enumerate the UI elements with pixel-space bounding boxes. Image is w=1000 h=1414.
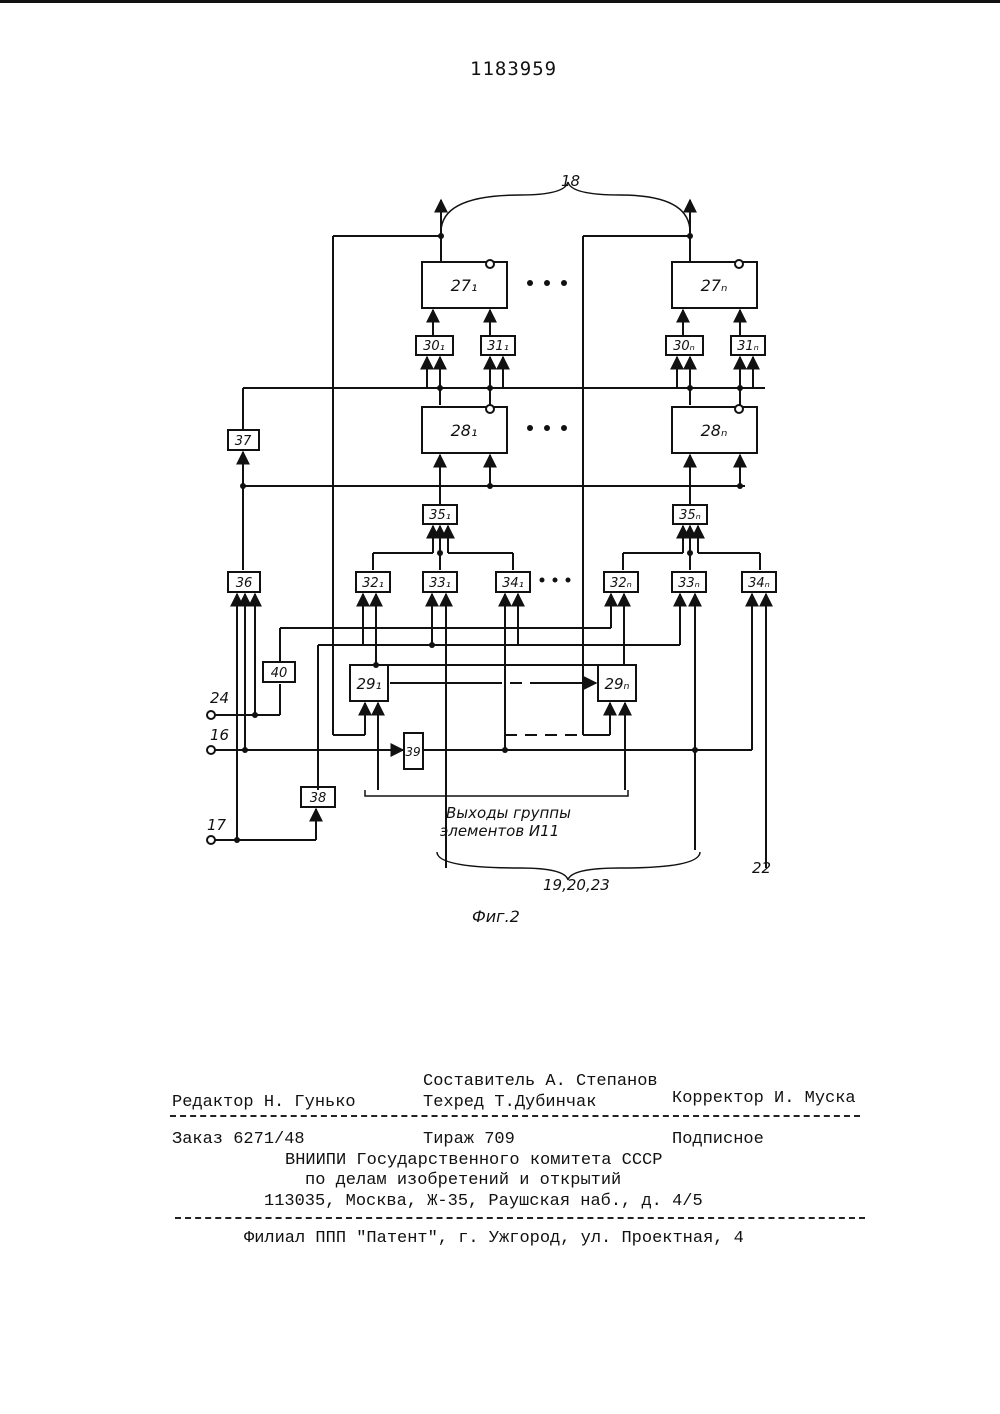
block-37: 37 [235,434,252,449]
imprint-compiler: Составитель А. Степанов [423,1072,658,1091]
label-bus-19-20-23: 19,20,23 [543,876,610,894]
block-33-n: 33ₙ [678,576,700,591]
label-input-17: 17 [207,816,227,834]
imprint-org-3: 113035, Москва, Ж-35, Раушская наб., д. … [264,1192,703,1211]
block-32-n: 32ₙ [610,576,632,591]
block-33-1: 33₁ [429,576,451,591]
block-38: 38 [310,791,327,806]
imprint-rule-top [170,1115,860,1117]
block-35-n: 35ₙ [679,508,701,523]
block-28-n: 28ₙ [701,421,728,440]
block-30-1: 30₁ [423,339,445,354]
block-32-1: 32₁ [362,576,384,591]
block-27-1: 27₁ [451,276,478,295]
block-27-n: 27ₙ [701,276,728,295]
label-input-16: 16 [210,726,229,744]
imprint-rule-bottom [175,1217,865,1219]
imprint-techred: Техред Т.Дубинчак [423,1093,596,1112]
block-35-1: 35₁ [429,508,451,523]
block-34-n: 34ₙ [748,576,770,591]
block-36: 36 [236,576,253,591]
imprint-org-2: по делам изобретений и открытий [305,1171,621,1190]
label-outputs-group-1: Выходы группы [446,804,571,822]
figure-caption: Фиг.2 [472,907,520,926]
block-29-n: 29ₙ [604,675,629,693]
label-output-22: 22 [752,859,771,877]
imprint-org-1: ВНИИПИ Государственного комитета СССР [285,1151,662,1170]
block-39: 39 [405,745,420,759]
imprint-editor: Редактор Н. Гунько [172,1093,356,1112]
block-31-n: 31ₙ [737,339,759,354]
imprint-order: Заказ 6271/48 [172,1130,305,1149]
block-31-1: 31₁ [487,339,509,354]
imprint-subscription: Подписное [672,1130,764,1149]
imprint-circulation: Тираж 709 [423,1130,515,1149]
block-34-1: 34₁ [502,576,524,591]
block-40: 40 [271,666,288,681]
circuit-diagram: 27₁ 27ₙ 30₁ 31₁ 30ₙ 31ₙ 28₁ 28ₙ 37 35₁ 3… [0,0,1000,940]
label-input-24: 24 [210,689,229,707]
block-28-1: 28₁ [451,421,478,440]
imprint-branch: Филиал ППП "Патент", г. Ужгород, ул. Про… [244,1229,744,1248]
block-30-n: 30ₙ [673,339,695,354]
block-29-1: 29₁ [356,675,381,693]
label-bus-18: 18 [561,172,580,190]
label-outputs-group-2: элементов И11 [440,822,559,840]
imprint-corrector: Корректор И. Муска [672,1089,856,1108]
